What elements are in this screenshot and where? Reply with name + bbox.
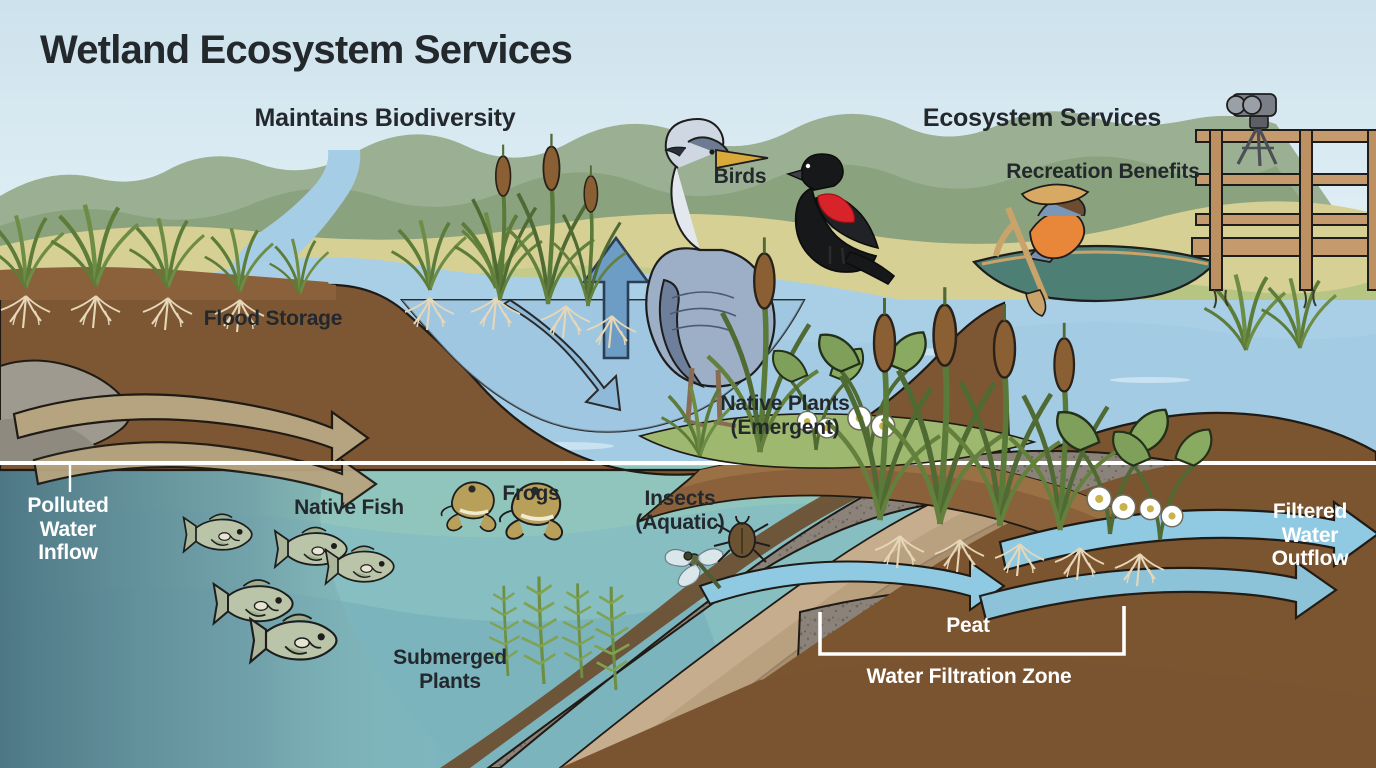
- label-recreation-benefits: Recreation Benefits: [1006, 160, 1200, 183]
- label-frogs: Frogs: [502, 482, 560, 505]
- infiltration-arrow-2-icon: [698, 560, 1006, 612]
- label-insects-aquatic: Insects (Aquatic): [635, 487, 725, 534]
- water-beetle-icon: [713, 515, 771, 563]
- flood-storage-up-arrow-icon: [581, 235, 651, 360]
- label-water-filtration-zone: Water Filtration Zone: [866, 665, 1072, 688]
- label-filtered-water-outflow: Filtered Water Outflow: [1271, 500, 1349, 571]
- boardwalk-icon: [1191, 93, 1376, 309]
- polluted-inflow-arrow-icon: [12, 393, 378, 511]
- heading-ecosystem-services: Ecosystem Services: [922, 104, 1162, 132]
- label-native-plants: Native Plants (Emergent): [720, 392, 850, 439]
- label-flood-storage: Flood Storage: [203, 307, 343, 330]
- label-native-fish: Native Fish: [294, 496, 404, 519]
- filtered-outflow-arrow-icon: [978, 499, 1376, 622]
- label-birds: Birds: [713, 165, 767, 188]
- canoe-paddler-icon: [971, 183, 1219, 317]
- binoculars-tripod-icon: [1226, 93, 1278, 167]
- river-background-left: [214, 150, 361, 300]
- heading-maintains-biodiversity: Maintains Biodiversity: [254, 104, 516, 132]
- measurement-bracket-icon: [818, 606, 1126, 656]
- polluted-plume: [0, 466, 460, 768]
- label-polluted-water-inflow: Polluted Water Inflow: [27, 494, 109, 565]
- dragonfly-icon: [664, 548, 724, 590]
- red-winged-blackbird-icon: [785, 153, 896, 286]
- infiltration-arrow-icon: [502, 298, 622, 412]
- deep-subsoil: [560, 658, 1376, 768]
- subsoil-band: [440, 452, 930, 768]
- page-title: Wetland Ecosystem Services: [40, 28, 573, 72]
- label-submerged-plants: Submerged Plants: [393, 646, 507, 693]
- label-peat: Peat: [946, 614, 990, 637]
